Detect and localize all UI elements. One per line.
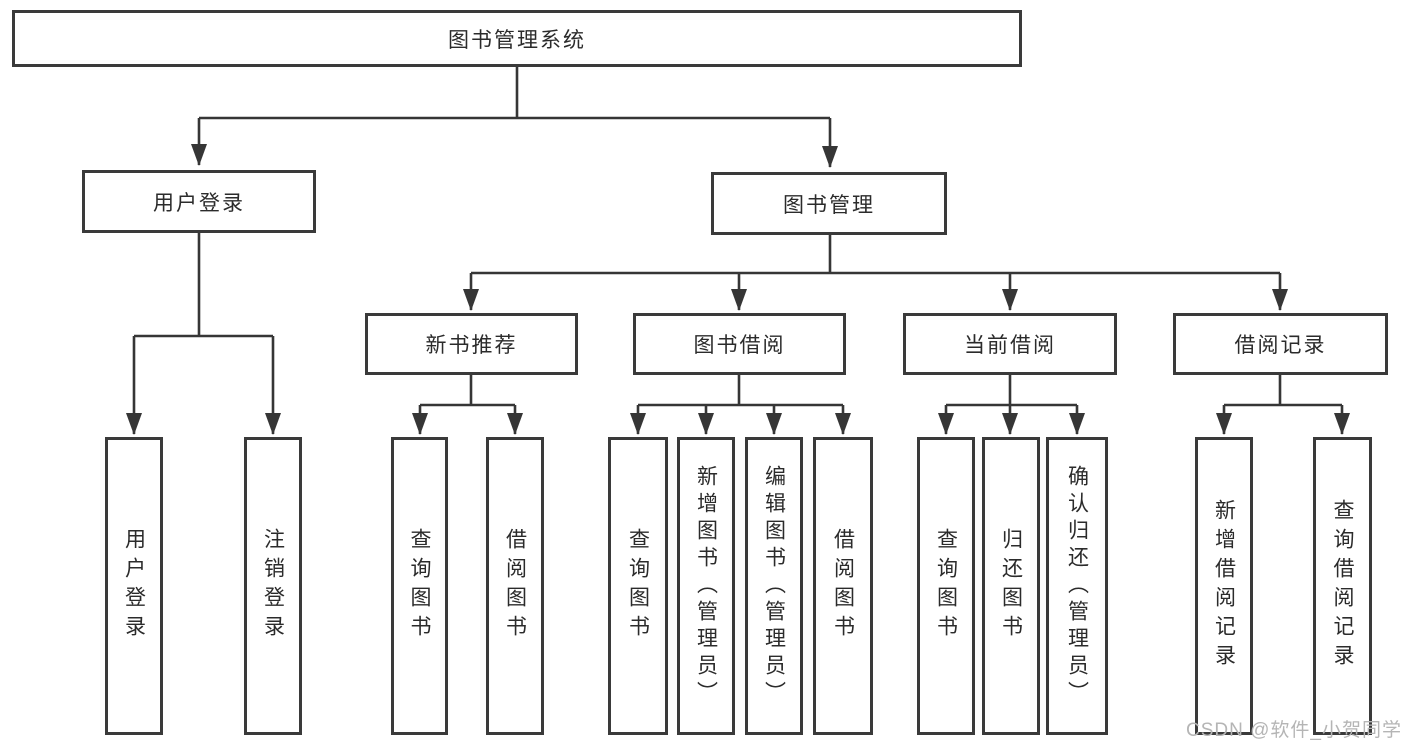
node-system-root: 图书管理系统 (12, 10, 1022, 67)
node-newbook-borrow-books: 借阅图书 (486, 437, 544, 735)
node-user-login-leaf: 用户登录 (105, 437, 163, 735)
csdn-watermark: CSDN @软件_小贺同学 (1186, 720, 1402, 741)
node-query-borrow-record: 查询借阅记录 (1313, 437, 1372, 735)
node-edit-book-admin: 编辑图书（管理员） (745, 437, 803, 735)
node-logout: 注销登录 (244, 437, 302, 735)
node-new-book-recommend: 新书推荐 (365, 313, 578, 375)
node-current-query-books: 查询图书 (917, 437, 975, 735)
node-add-book-admin: 新增图书（管理员） (677, 437, 735, 735)
node-confirm-return-admin: 确认归还（管理员） (1046, 437, 1108, 735)
node-borrowing-borrow-books: 借阅图书 (813, 437, 873, 735)
node-book-management: 图书管理 (711, 172, 947, 235)
node-user-login: 用户登录 (82, 170, 316, 233)
node-current-borrowing: 当前借阅 (903, 313, 1117, 375)
node-borrowing-query-books: 查询图书 (608, 437, 668, 735)
node-add-borrow-record: 新增借阅记录 (1195, 437, 1253, 735)
node-return-books: 归还图书 (982, 437, 1040, 735)
node-borrowing-records: 借阅记录 (1173, 313, 1388, 375)
node-newbook-query-books: 查询图书 (391, 437, 448, 735)
node-book-borrowing: 图书借阅 (633, 313, 846, 375)
